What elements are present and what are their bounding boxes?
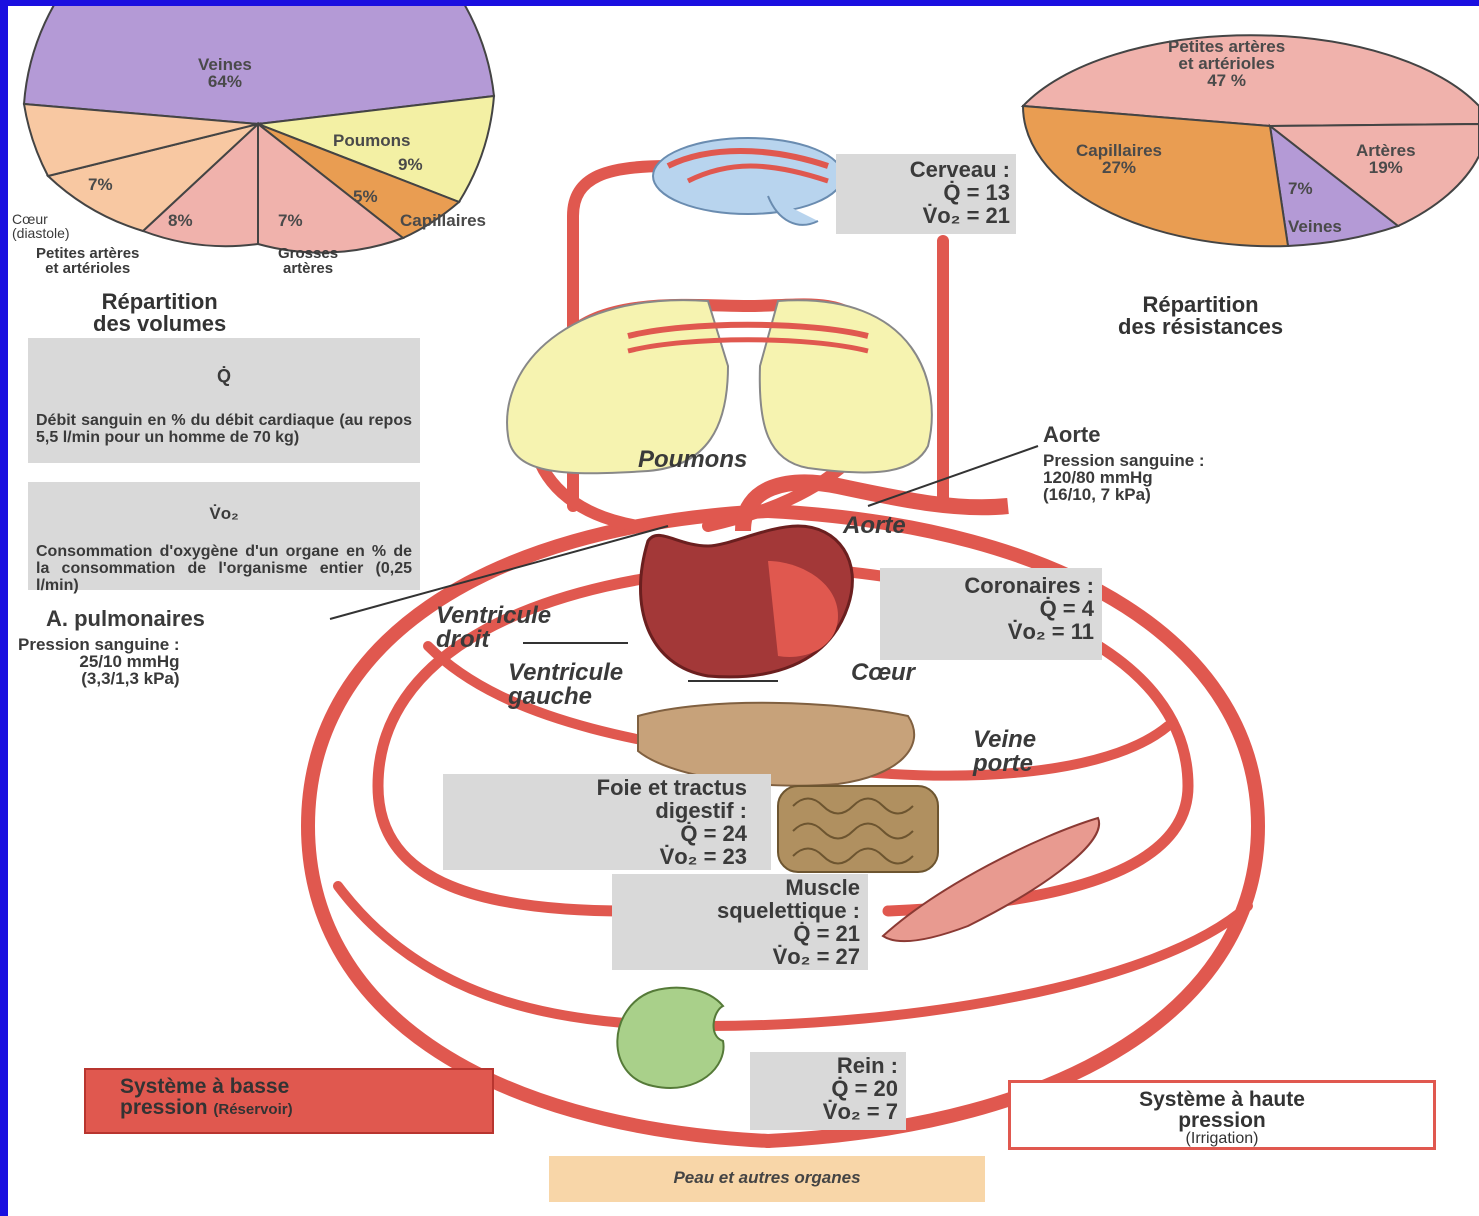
capillaires-volume-value: 5%	[353, 187, 378, 206]
low-pressure-sub: (Réservoir)	[213, 1101, 293, 1118]
veines-res-label: Veines	[1288, 217, 1342, 236]
high-pressure-sub: (Irrigation)	[1185, 1130, 1259, 1147]
heart-illustration	[639, 474, 1009, 679]
poumons-volume-value: 9%	[398, 155, 423, 174]
loop-kidney	[333, 881, 1253, 1032]
resistance-chart-title: Répartition des résistances	[1118, 292, 1284, 339]
volume-pie-chart	[22, 6, 496, 254]
petites-arteres-label: Petites artères et artérioles	[36, 245, 140, 277]
pie-slice-petites-arteres	[141, 121, 259, 248]
legend-flow-box: Q̇ Débit sanguin en % du débit cardiaque…	[28, 338, 420, 463]
leader-lines	[329, 445, 1039, 682]
pie-slice-petites-arteres-res	[1020, 34, 1479, 128]
grosses-arteres-value: 7%	[278, 211, 303, 230]
lungs-label: Poumons	[638, 446, 748, 473]
kidney-illustration	[616, 986, 725, 1089]
capillaires-volume-label: Capillaires	[400, 211, 486, 230]
pie-slice-capillaires-res	[1021, 104, 1290, 248]
veines-res-value: 7%	[1288, 179, 1313, 198]
q-symbol: Q̇	[216, 366, 231, 386]
portal-vein-label: Veine porte	[973, 726, 1037, 777]
pie-slice-veines-res	[1268, 123, 1401, 248]
resistance-pie-chart	[1020, 34, 1479, 248]
loop-2-left	[372, 560, 774, 917]
high-pressure-title: Système à haute pression	[1139, 1088, 1305, 1132]
aorta-title: Aorte	[1043, 422, 1101, 447]
v-symbol: V̇o₂	[209, 504, 239, 523]
grosses-arteres-label: Grosses artères	[278, 245, 339, 277]
low-pressure-system-box: Système à basse pression (Réservoir)	[84, 1068, 494, 1134]
right-ventricle-label: Ventricule droit	[436, 602, 552, 653]
vessel-to-brain-left	[567, 160, 674, 512]
heart-label: Cœur	[851, 659, 915, 686]
pulmonary-artery-title: A. pulmonaires	[46, 606, 205, 631]
brain-info-box: Cerveau : Q̇ = 13 V̇o₂ = 21	[836, 154, 1016, 234]
low-pressure-title: Système à basse pression	[120, 1075, 290, 1119]
pie-slice-coeur-edge	[22, 102, 259, 178]
pie-slice-grosses-arteres	[257, 121, 406, 254]
lungs-illustration	[506, 299, 933, 475]
other-organs-box: Peau et autres organes	[549, 1156, 985, 1202]
muscle-illustration	[881, 816, 1101, 943]
pie-slice-coeur	[45, 122, 262, 233]
pie-slice-veines	[22, 6, 496, 126]
petites-arteres-value: 8%	[168, 211, 193, 230]
circulation-artwork	[22, 6, 1479, 1148]
liver-info-box: Foie et tractus digestif : Q̇ = 24 V̇o₂ …	[443, 774, 771, 870]
volume-chart-title: Répartition des volumes	[93, 289, 227, 336]
coeur-volume-label: Cœur (diastole)	[12, 211, 70, 241]
high-pressure-system-box: Système à haute pression (Irrigation)	[1008, 1080, 1436, 1150]
poumons-volume-label: Poumons	[333, 131, 411, 150]
legend-oxygen-box: V̇o₂ Consommation d'oxygène d'un organe …	[28, 482, 420, 594]
digestive-illustration	[637, 701, 939, 873]
q-description: Débit sanguin en % du débit cardiaque (a…	[36, 412, 412, 446]
coeur-volume-value: 7%	[88, 175, 113, 194]
kidney-info-box: Rein : Q̇ = 20 V̇o₂ = 7	[750, 1052, 906, 1130]
v-description: Consommation d'oxygène d'un organe en % …	[36, 543, 412, 594]
brain-illustration	[652, 137, 844, 226]
aorta-label: Aorte	[843, 512, 906, 539]
pulmonary-pressure: Pression sanguine : 25/10 mmHg (3,3/1,3 …	[18, 635, 180, 688]
coronary-info-box: Coronaires : Q̇ = 4 V̇o₂ = 11	[880, 568, 1102, 660]
muscle-info-box: Muscle squelettique : Q̇ = 21 V̇o₂ = 27	[612, 874, 868, 970]
pie-slice-poumons	[257, 94, 496, 204]
left-ventricle-label: Ventricule gauche	[508, 659, 624, 710]
aorta-pressure: Pression sanguine : 120/80 mmHg (16/10, …	[1043, 451, 1205, 504]
outer-loop-left	[300, 504, 775, 1148]
